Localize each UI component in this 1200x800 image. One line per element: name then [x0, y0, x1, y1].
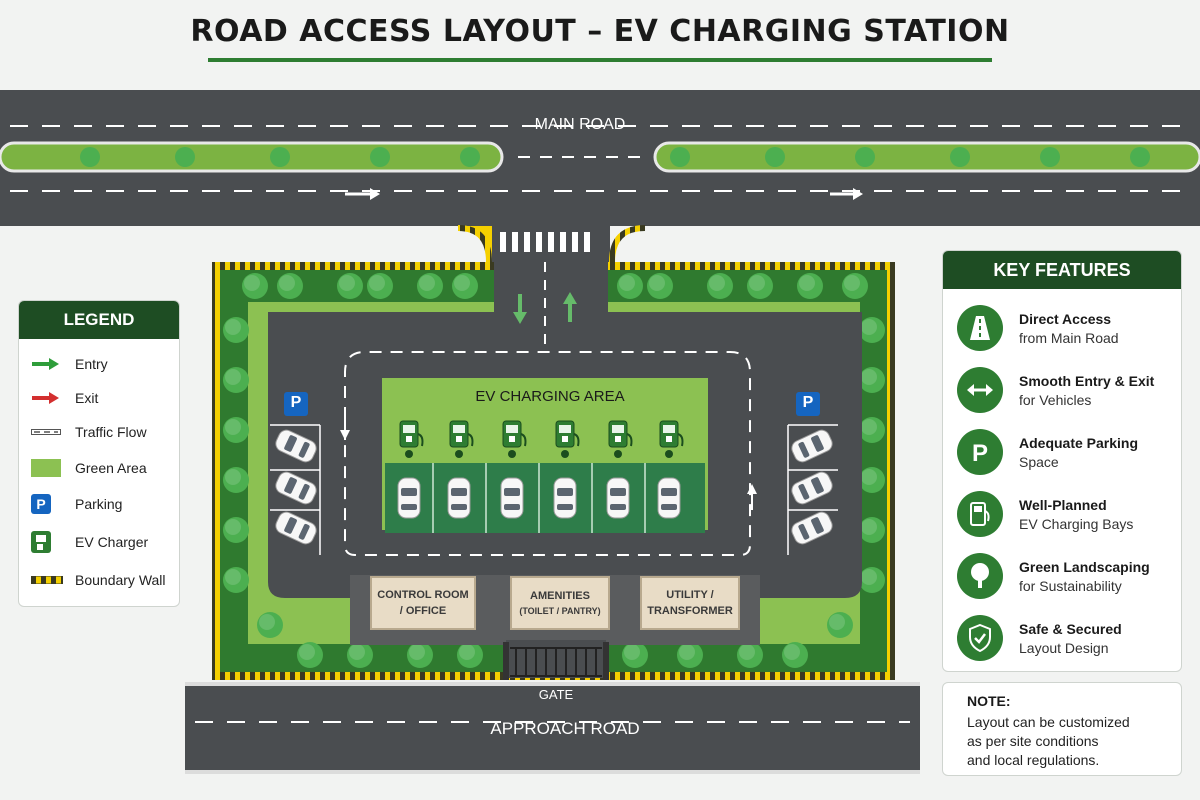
svg-text:P: P	[972, 440, 988, 465]
legend-panel: LEGEND Entry Exit Traffic Flow Green Are…	[18, 300, 180, 607]
svg-text:P: P	[36, 496, 45, 512]
parking-sign-left	[284, 392, 308, 416]
gate	[510, 647, 602, 677]
traffic-arrow-right	[830, 188, 863, 200]
median-left	[0, 141, 504, 173]
zebra-crossing	[500, 232, 590, 252]
legend-title: LEGEND	[19, 301, 179, 339]
exit-arrow	[563, 292, 577, 322]
features-title: KEY FEATURES	[943, 251, 1181, 289]
parking-right	[787, 424, 838, 555]
tree-icon	[957, 553, 1003, 599]
two-way-arrow-icon	[957, 367, 1003, 413]
page-title: ROAD ACCESS LAYOUT – EV CHARGING STATION	[190, 14, 1010, 49]
legend-item-ev-charger: EV Charger	[31, 529, 181, 555]
parking-left	[270, 424, 321, 555]
road-icon	[957, 305, 1003, 351]
median-right	[653, 141, 1200, 173]
legend-item-exit: Exit	[31, 385, 181, 411]
entry-arrow	[513, 294, 527, 324]
traffic-arrow-left	[345, 188, 380, 200]
note-body: Layout can be customized as per site con…	[967, 714, 1130, 768]
green-arrow-icon	[31, 354, 63, 374]
building-control-room: CONTROL ROOM/ OFFICE	[370, 576, 476, 630]
ev-charger-icon	[31, 531, 63, 553]
ev-charger-icon	[957, 491, 1003, 537]
flow-arrow-down	[340, 408, 350, 440]
red-arrow-icon	[31, 388, 63, 408]
parking-symbol-right: P	[802, 394, 814, 411]
legend-item-green-area: Green Area	[31, 455, 181, 481]
legend-item-entry: Entry	[31, 351, 181, 377]
shield-icon	[957, 615, 1003, 661]
approach-road	[185, 682, 920, 774]
gate-label: GATE	[538, 687, 574, 702]
title-underline	[208, 58, 992, 62]
legend-item-parking: P Parking	[31, 491, 181, 517]
note-panel: NOTE: Layout can be customized as per si…	[942, 682, 1182, 776]
building-utility: UTILITY /TRANSFORMER	[640, 576, 740, 630]
flow-arrow-up	[747, 484, 757, 510]
building-amenities: AMENITIES(TOILET / PANTRY)	[510, 576, 610, 630]
legend-item-boundary-wall: Boundary Wall	[31, 567, 181, 593]
boundary-wall-icon	[31, 570, 63, 590]
approach-road-label: APPROACH ROAD	[490, 719, 640, 738]
parking-icon: P	[957, 429, 1003, 475]
ev-area-label: EV CHARGING AREA	[475, 388, 625, 405]
legend-item-traffic-flow: Traffic Flow	[31, 419, 181, 445]
main-road-label: MAIN ROAD	[534, 116, 626, 133]
ev-bays	[385, 463, 705, 533]
parking-sign-right	[796, 392, 820, 416]
note-title: NOTE:	[967, 693, 1011, 709]
parking-icon: P	[31, 494, 63, 514]
dashed-line-icon	[31, 422, 63, 442]
green-swatch-icon	[31, 458, 63, 478]
parking-symbol-left: P	[290, 394, 302, 411]
